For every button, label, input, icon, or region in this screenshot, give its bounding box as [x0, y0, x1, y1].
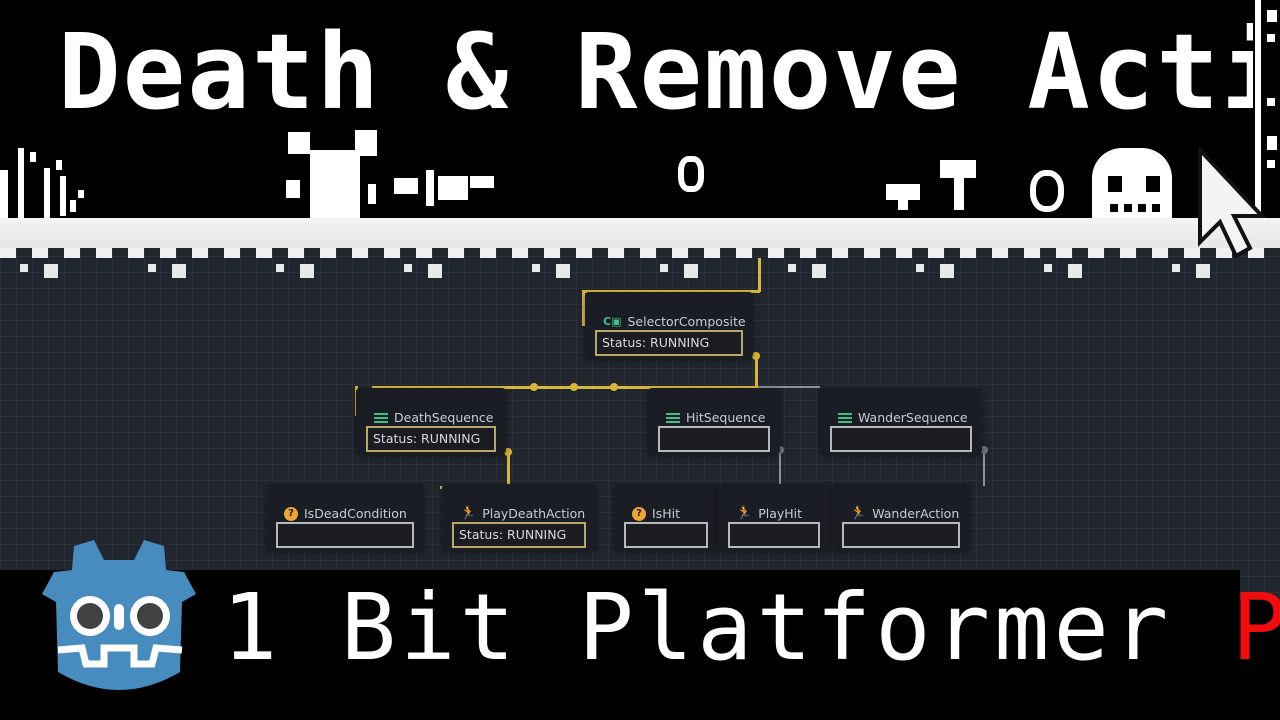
series-title: 1 Bit Platformer P8 [222, 580, 1280, 676]
node-title: IsDeadCondition [304, 506, 407, 521]
subtitle-banner [0, 570, 1240, 720]
node-title: HitSequence [686, 410, 766, 425]
series-name: 1 Bit Platformer [222, 574, 1173, 681]
node-title: PlayHit [758, 506, 803, 521]
status-field [842, 522, 960, 548]
subtitle-banner-edge [1240, 600, 1280, 720]
decorative-bar [1253, 0, 1280, 212]
video-title: Death & Remove Action [58, 11, 1280, 133]
node-play-hit[interactable]: 🏃 PlayHit [718, 484, 830, 550]
node-title: SelectorComposite [627, 314, 746, 329]
sequence-icon [838, 412, 852, 423]
node-title: IsHit [652, 506, 680, 521]
ground-crenellation [0, 248, 1280, 258]
condition-icon: ? [284, 506, 298, 521]
action-icon: 🏃 [736, 506, 753, 521]
status-field: Status: RUNNING [595, 330, 743, 356]
node-title: WanderSequence [858, 410, 968, 425]
node-is-dead-condition[interactable]: ? IsDeadCondition [266, 484, 424, 550]
sequence-icon [374, 412, 388, 423]
node-death-sequence[interactable]: DeathSequence Status: RUNNING [356, 388, 506, 454]
node-play-death-action[interactable]: 🏃 PlayDeathAction Status: RUNNING [442, 484, 596, 550]
status-field [830, 426, 972, 452]
status-field: Status: RUNNING [452, 522, 586, 548]
title-banner [0, 0, 1280, 218]
node-hit-sequence[interactable]: HitSequence [648, 388, 780, 454]
godot-logo-icon [42, 540, 196, 690]
sequence-icon [666, 412, 680, 423]
node-title: DeathSequence [394, 410, 494, 425]
selector-icon: C▣ [603, 315, 622, 328]
status-field [276, 522, 414, 548]
condition-icon: ? [632, 506, 646, 521]
episode-number: P8 [1231, 574, 1280, 681]
node-wander-sequence[interactable]: WanderSequence [820, 388, 982, 454]
mouse-cursor-icon [1198, 146, 1266, 258]
ground-strip [0, 218, 1280, 248]
node-title: PlayDeathAction [482, 506, 586, 521]
node-selector-composite[interactable]: C▣ SelectorComposite Status: RUNNING [585, 292, 753, 358]
status-field [728, 522, 820, 548]
status-field [624, 522, 708, 548]
node-title: WanderAction [872, 506, 960, 521]
action-icon: 🏃 [850, 506, 867, 521]
node-is-hit[interactable]: ? IsHit [614, 484, 718, 550]
node-wander-action[interactable]: 🏃 WanderAction [832, 484, 970, 550]
ground-dots [0, 262, 1280, 278]
action-icon: 🏃 [460, 506, 477, 521]
status-field [658, 426, 770, 452]
status-field: Status: RUNNING [366, 426, 496, 452]
